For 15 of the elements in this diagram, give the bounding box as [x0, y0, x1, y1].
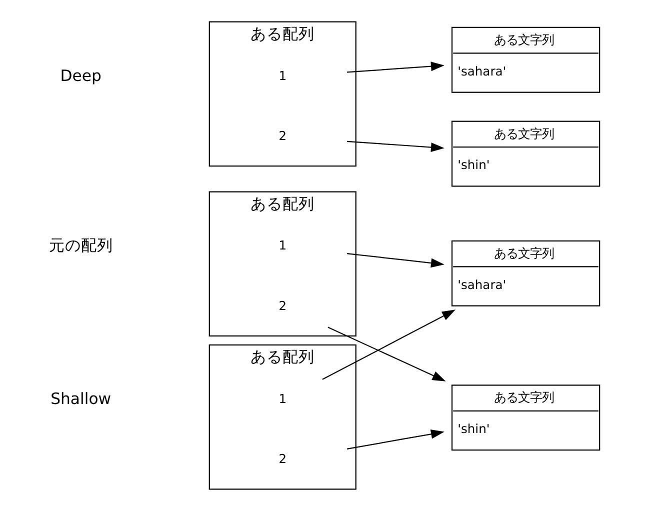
- arrow: [328, 326, 446, 382]
- node-text: 1: [278, 238, 287, 253]
- arrow: [347, 140, 444, 152]
- arrow: [347, 253, 444, 268]
- node-text: 1: [278, 68, 287, 83]
- label: 元の配列: [48, 236, 113, 255]
- label: Deep: [60, 66, 102, 85]
- arrow: [346, 429, 444, 450]
- label: Shallow: [50, 388, 112, 408]
- node-text: 2: [278, 452, 287, 466]
- node-text: 1: [278, 392, 287, 406]
- arrow: [347, 62, 444, 73]
- arrow: [322, 310, 456, 380]
- node-text: 2: [278, 299, 287, 314]
- node-text: 2: [278, 129, 287, 144]
